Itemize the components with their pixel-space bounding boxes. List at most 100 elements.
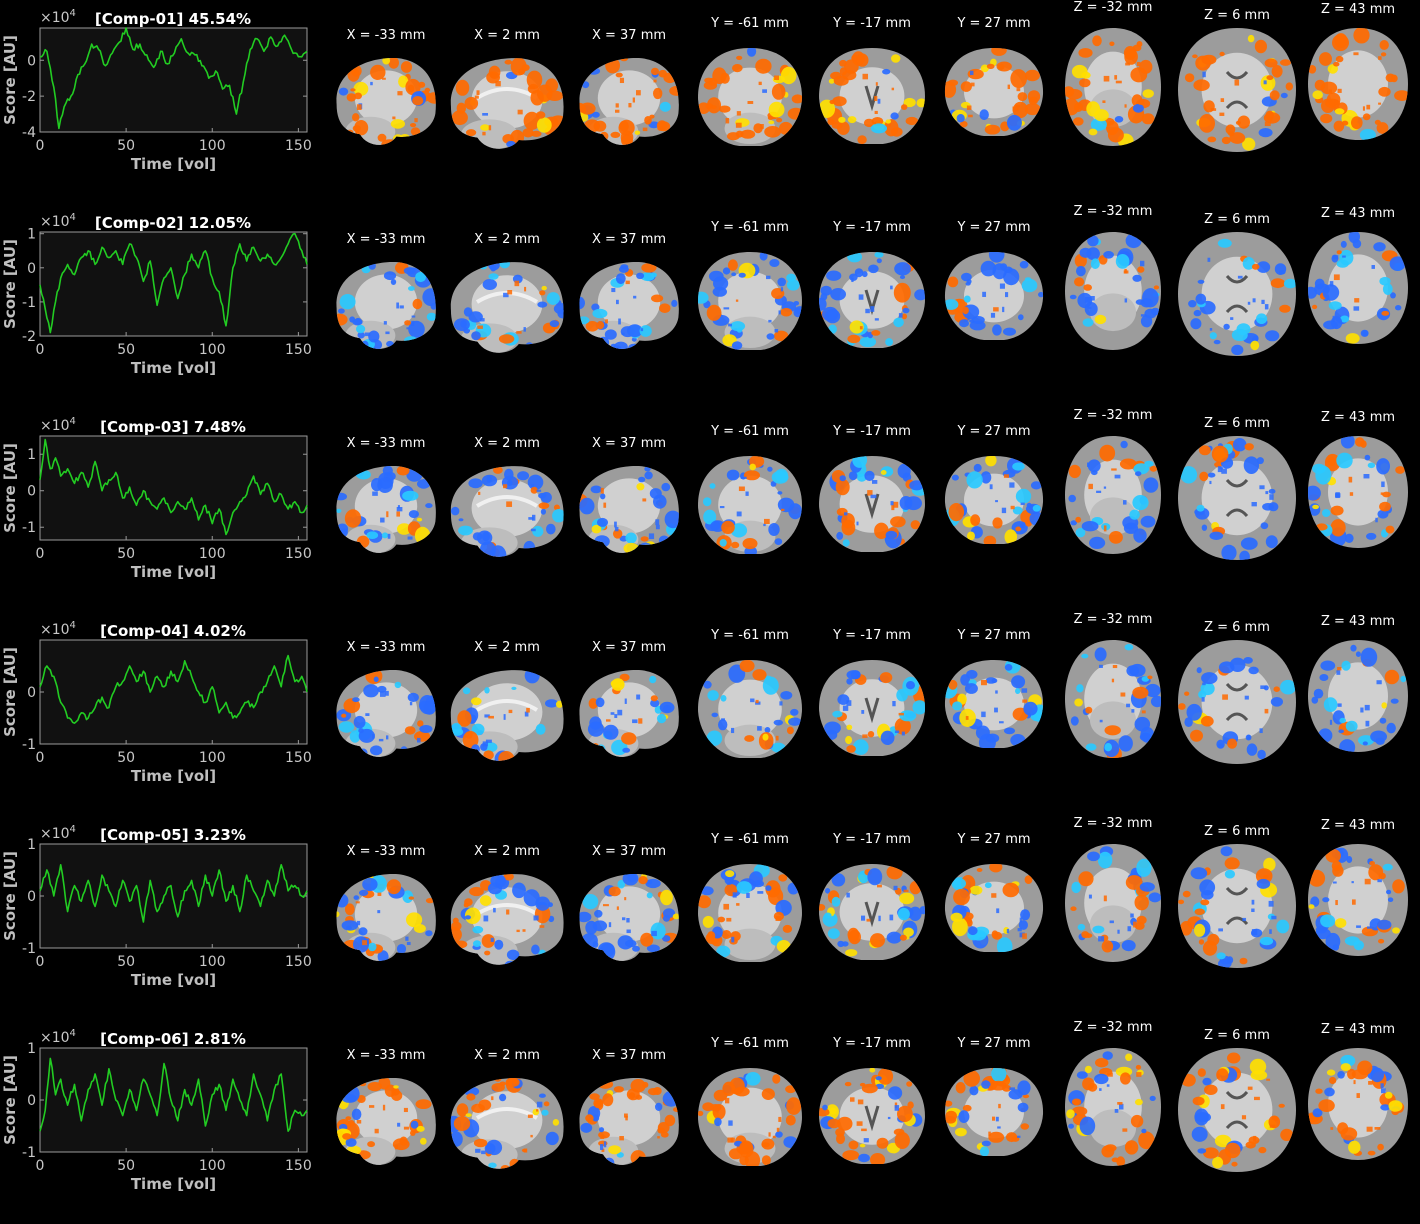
activation-blob (1023, 701, 1038, 716)
y-tick-label: -1 (22, 295, 36, 311)
activation-blob (1315, 523, 1328, 531)
activation-blob (383, 321, 387, 325)
plot-area (39, 231, 308, 337)
activation-blob (899, 934, 907, 941)
activation-blob (1239, 957, 1248, 965)
activation-blob (1387, 897, 1394, 902)
activation-blob (1352, 239, 1362, 249)
activation-blob (824, 912, 832, 919)
activation-blob (585, 321, 599, 332)
activation-blob (747, 101, 754, 104)
activation-blob (404, 726, 416, 735)
activation-blob (626, 929, 631, 934)
activation-blob (385, 331, 390, 335)
activation-blob (1090, 258, 1100, 269)
activation-blob (1322, 509, 1331, 517)
activation-blob (1274, 263, 1287, 275)
activation-blob (1353, 1080, 1356, 1085)
score-trace (39, 438, 308, 536)
activation-blob (774, 329, 779, 333)
activation-blob (412, 298, 423, 310)
activation-blob (535, 723, 546, 735)
activation-blob (706, 304, 722, 321)
activation-blob (1221, 544, 1237, 560)
activation-blob (392, 116, 396, 120)
white-matter (839, 271, 905, 329)
activation-blob (1087, 462, 1090, 467)
x-tick-label: 50 (117, 954, 135, 970)
activation-blob (1254, 39, 1267, 54)
activation-blob (901, 313, 908, 320)
activation-blob (367, 1141, 375, 1148)
activation-blob (368, 330, 380, 343)
slice-coordinate-label: Y = -17 mm (833, 628, 911, 643)
activation-blob (1019, 917, 1022, 923)
activation-blob (1024, 69, 1040, 82)
activation-blob (999, 283, 1005, 289)
activation-blob (610, 712, 615, 715)
activation-blob (539, 925, 545, 928)
activation-blob (414, 118, 418, 123)
activation-blob (1390, 698, 1399, 704)
activation-blob (1252, 298, 1256, 303)
activation-blob (1114, 116, 1124, 123)
activation-blob (856, 53, 869, 67)
activation-blob (1320, 660, 1336, 671)
activation-blob (1315, 928, 1331, 940)
y-tick-label: 1 (27, 837, 36, 853)
activation-blob (1114, 75, 1118, 80)
activation-blob (819, 99, 836, 118)
activation-blob (849, 320, 864, 334)
activation-blob (994, 707, 998, 713)
brain-slice-svg (1308, 1048, 1408, 1160)
activation-blob (1385, 525, 1395, 534)
activation-blob (1378, 872, 1386, 880)
activation-blob (1127, 926, 1132, 932)
brain-slice-svg (944, 1068, 1044, 1156)
activation-blob (407, 692, 419, 702)
activation-blob (1336, 452, 1353, 469)
activation-blob (731, 541, 740, 549)
brain-slice-icon (689, 244, 811, 358)
activation-blob (394, 681, 402, 689)
activation-blob (1075, 516, 1082, 523)
activation-blob (731, 727, 735, 734)
activation-blob (738, 486, 745, 492)
activation-blob (890, 285, 893, 290)
activation-blob (450, 1131, 463, 1147)
activation-blob (490, 937, 494, 942)
activation-blob (1359, 128, 1376, 140)
activation-blob (410, 127, 421, 136)
activation-blob (861, 1128, 867, 1132)
activation-blob (871, 330, 881, 336)
activation-blob (594, 909, 603, 918)
activation-blob (471, 697, 482, 706)
activation-blob (952, 701, 963, 711)
activation-blob (1124, 1140, 1139, 1155)
activation-blob (383, 271, 397, 281)
activation-blob (479, 264, 488, 270)
activation-blob (1356, 925, 1361, 928)
activation-blob (482, 131, 486, 136)
activation-blob (868, 264, 879, 274)
brain-slice-svg (1065, 28, 1161, 146)
activation-blob (1237, 115, 1250, 129)
activation-blob (396, 302, 400, 309)
slice-coordinate-label: X = 2 mm (474, 844, 540, 859)
brain-slice-icon (1170, 224, 1304, 364)
activation-blob (990, 312, 996, 318)
x-axis-label: Time [vol] (131, 1175, 216, 1193)
activation-blob (1339, 249, 1354, 266)
activation-blob (1337, 1071, 1345, 1079)
activation-blob (530, 486, 538, 494)
brain-slice-icon (1300, 632, 1416, 760)
activation-blob (1209, 531, 1224, 540)
activation-blob (540, 508, 546, 515)
activation-blob (336, 508, 342, 513)
activation-blob (1092, 35, 1102, 47)
activation-blob (636, 483, 645, 491)
activation-blob (1259, 728, 1263, 734)
activation-blob (479, 318, 485, 322)
activation-blob (1341, 660, 1351, 671)
y-tick-label: 0 (27, 261, 36, 277)
